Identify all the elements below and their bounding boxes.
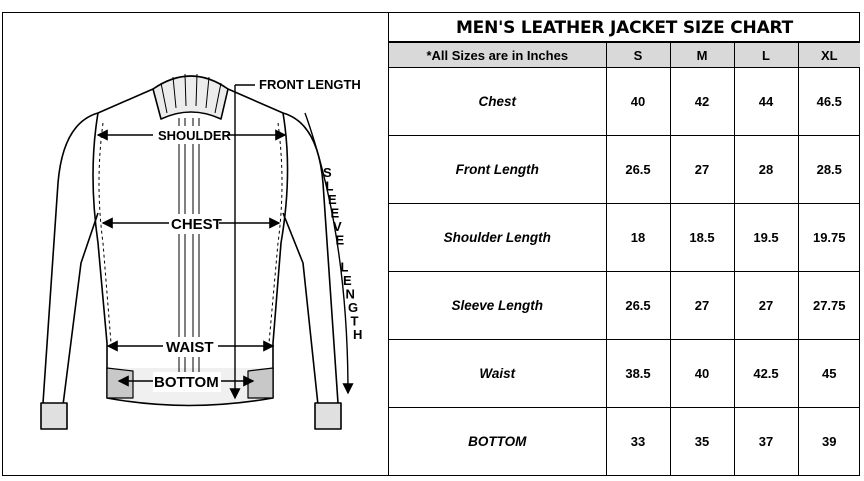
sleeve-length-letter: H (353, 327, 362, 342)
size-value: 27.75 (797, 271, 860, 340)
sleeve-length-letter: N (346, 287, 355, 302)
header-size-xl: XL (797, 42, 860, 68)
right-sleeve (282, 112, 339, 406)
size-value: 27 (669, 271, 735, 340)
sleeve-length-letter: E (336, 233, 345, 248)
size-value: 39 (797, 407, 860, 476)
size-value: 35 (669, 407, 735, 476)
shoulder-label: SHOULDER (158, 128, 232, 143)
row-label: Chest (389, 67, 607, 136)
size-value: 37 (733, 407, 799, 476)
size-value: 27 (669, 135, 735, 204)
size-value: 27 (733, 271, 799, 340)
size-value: 45 (797, 339, 860, 408)
bottom-label: BOTTOM (154, 374, 219, 391)
size-value: 28 (733, 135, 799, 204)
sleeve-length-letter: E (343, 273, 352, 288)
chest-label: CHEST (171, 216, 222, 233)
row-label: Front Length (389, 135, 607, 204)
right-cuff (314, 402, 342, 430)
header-size-s: S (605, 42, 671, 68)
waist-label: WAIST (166, 339, 214, 356)
jacket-diagram: FRONT LENGTH SHOULDER CHEST WAIST BOTTOM… (40, 73, 362, 430)
header-size-m: M (669, 42, 735, 68)
sleeve-length-letter: T (351, 314, 359, 329)
row-label: Waist (389, 339, 607, 408)
header-size-l: L (733, 42, 799, 68)
sleeve-length-letter: G (348, 300, 358, 315)
front-length-label: FRONT LENGTH (259, 77, 361, 92)
size-value: 28.5 (797, 135, 860, 204)
sleeve-length-letter: S (323, 165, 332, 180)
size-value: 46.5 (797, 67, 860, 136)
size-value: 18.5 (669, 203, 735, 272)
size-value: 19.5 (733, 203, 799, 272)
header-note: *All Sizes are in Inches (389, 42, 607, 68)
left-cuff (40, 402, 68, 430)
size-value: 26.5 (605, 135, 671, 204)
left-sleeve (42, 112, 99, 406)
size-value: 19.75 (797, 203, 860, 272)
size-value: 42 (669, 67, 735, 136)
sleeve-length-letter: L (326, 179, 334, 194)
row-label: Shoulder Length (389, 203, 607, 272)
size-value: 42.5 (733, 339, 799, 408)
row-label: BOTTOM (389, 407, 607, 476)
size-value: 38.5 (605, 339, 671, 408)
size-value: 33 (605, 407, 671, 476)
row-label: Sleeve Length (389, 271, 607, 340)
table-header-row: *All Sizes are in Inches S M L XL (389, 42, 860, 68)
sleeve-length-letter: E (328, 192, 337, 207)
chart-title: MEN'S LEATHER JACKET SIZE CHART (389, 12, 860, 42)
size-value: 40 (605, 67, 671, 136)
size-value: 26.5 (605, 271, 671, 340)
size-value: 40 (669, 339, 735, 408)
sleeve-length-letter: V (333, 219, 342, 234)
size-value: 44 (733, 67, 799, 136)
zipper (178, 118, 200, 373)
sleeve-length-letter: L (341, 260, 349, 275)
size-chart: MEN'S LEATHER JACKET SIZE CHART *All Siz… (388, 12, 860, 476)
jacket-collar (152, 75, 229, 120)
size-value: 18 (605, 203, 671, 272)
sleeve-length-letter: E (331, 206, 340, 221)
